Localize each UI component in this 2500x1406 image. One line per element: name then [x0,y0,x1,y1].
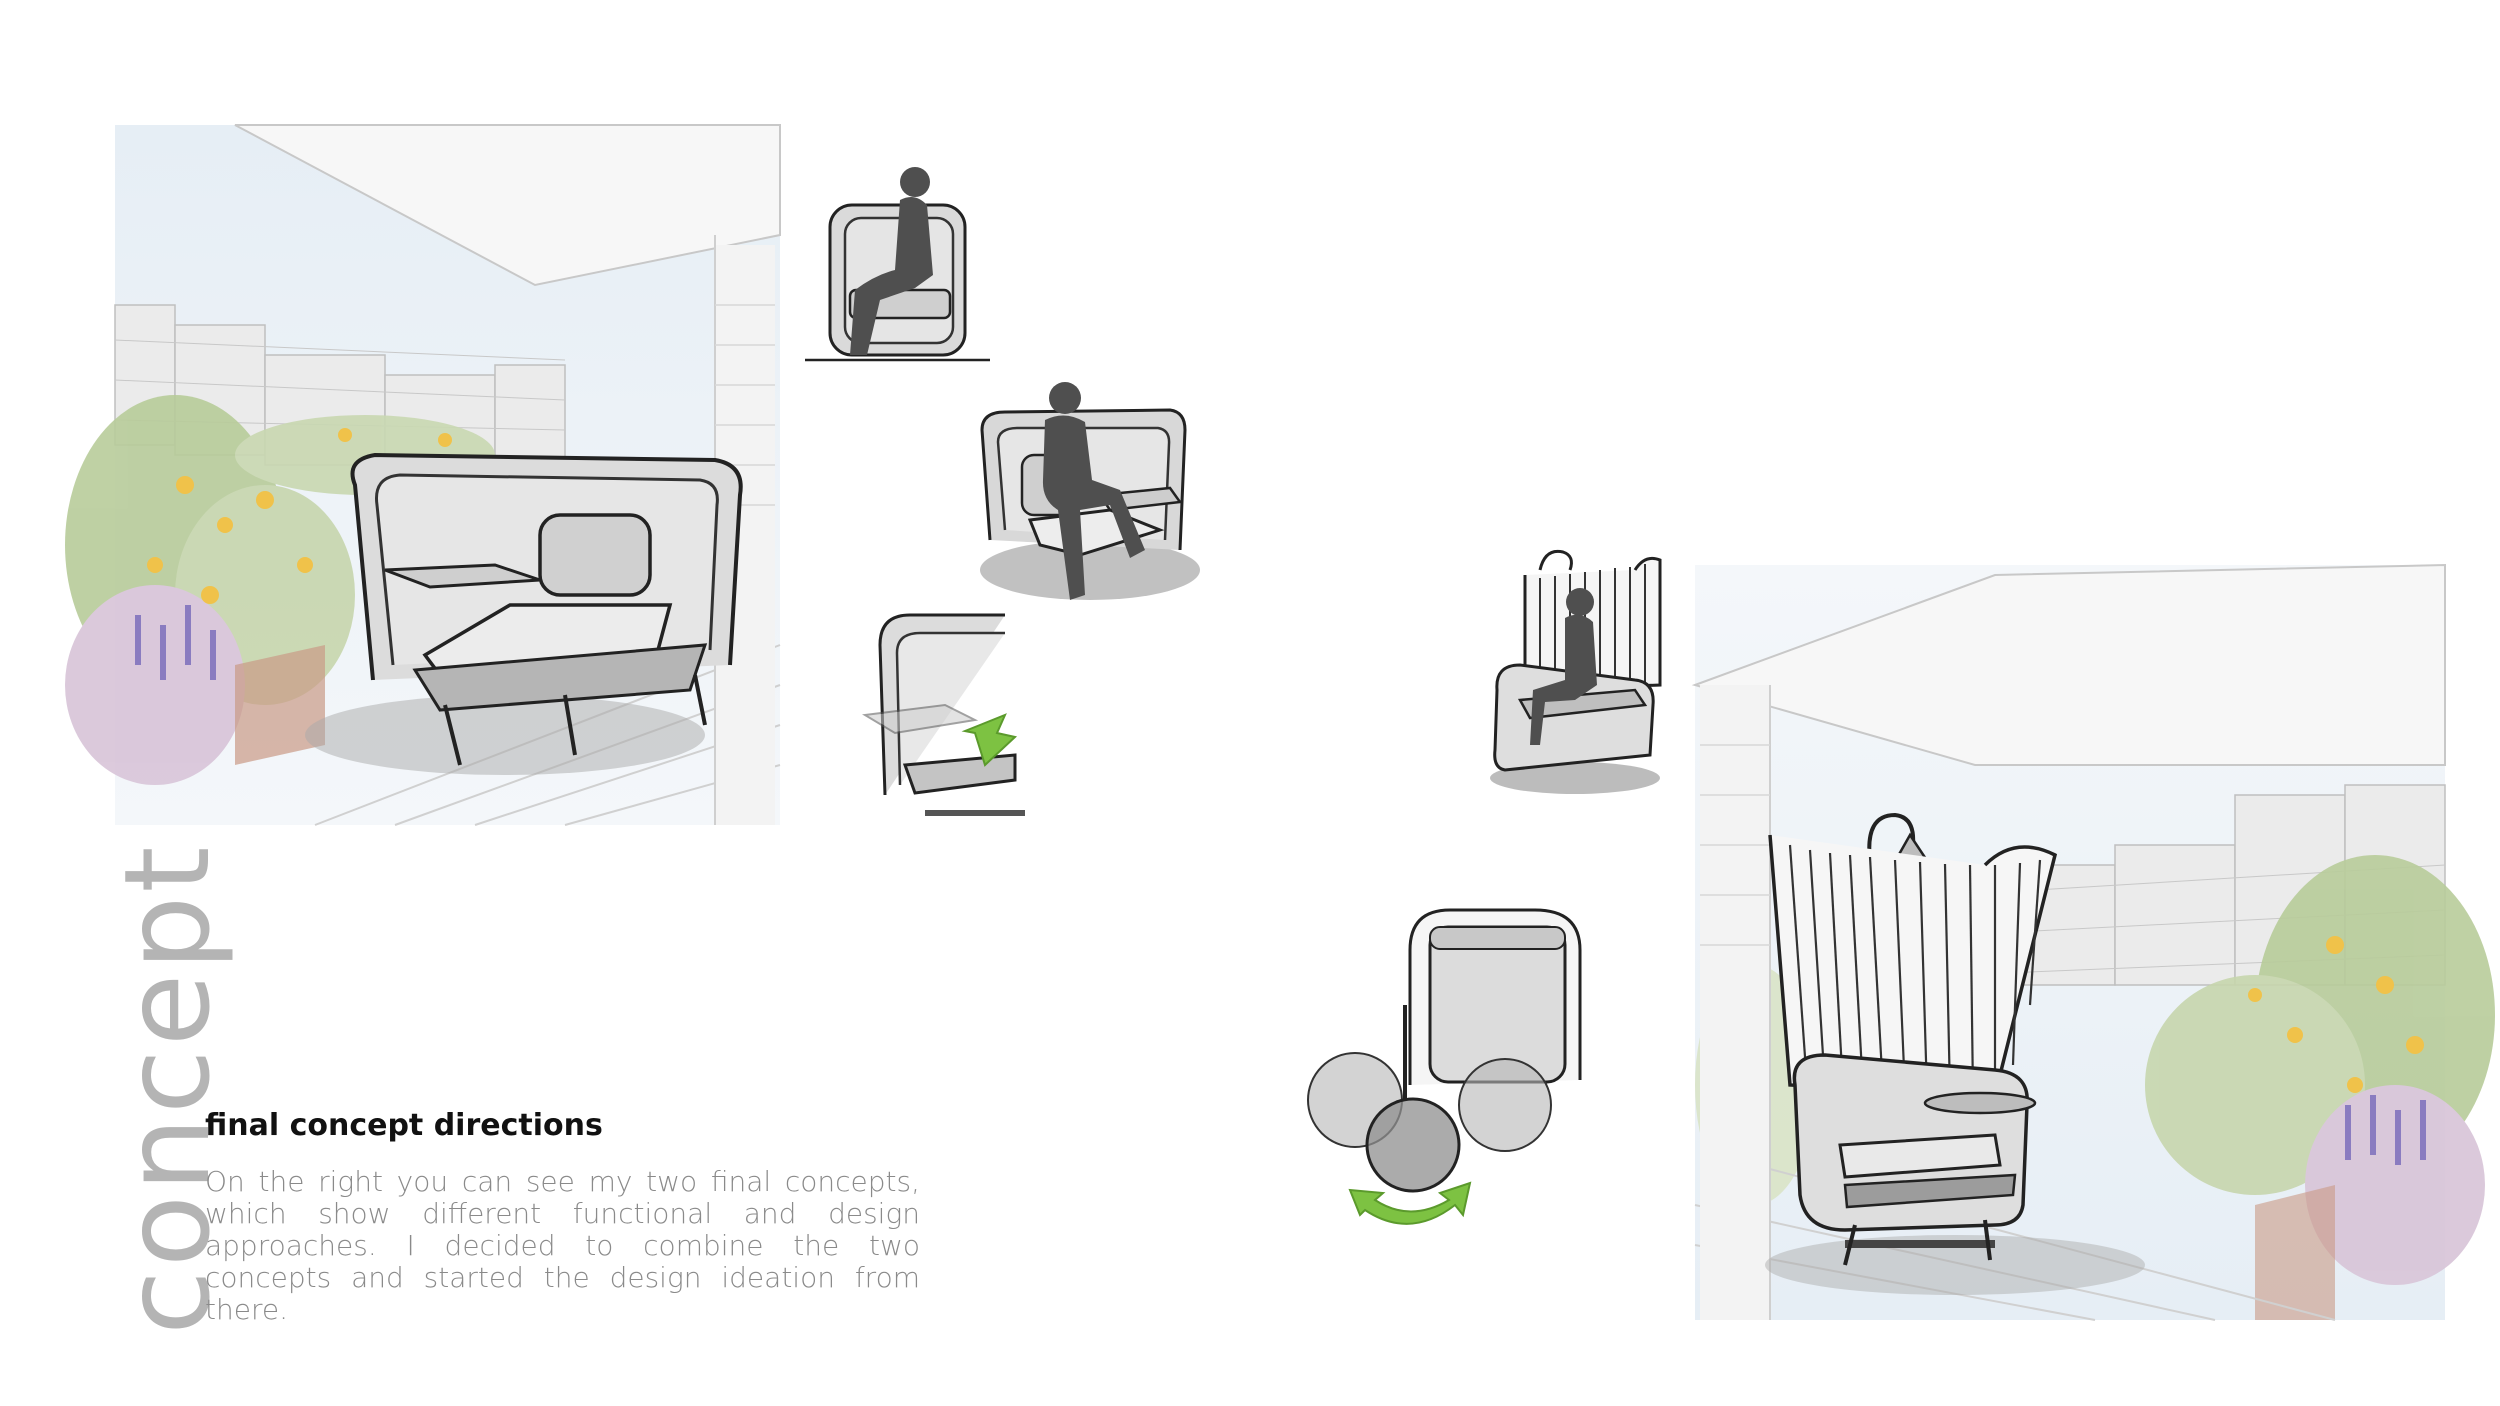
person-silhouette-icon [850,167,933,355]
section-body-text: On the right you can see my two final co… [205,1165,920,1326]
section-heading: final concept directions [205,1108,603,1143]
slide-arrow-icon [961,713,1018,767]
sketch-perspective-chair-with-person [980,382,1200,600]
rotate-arrow-icon [1348,1181,1472,1225]
left-terrace-render [65,124,781,826]
sketch-slatted-chair-with-person [1490,549,1662,794]
sketch-top-view-swivel [1307,908,1582,1225]
person-silhouette-icon [1530,588,1597,745]
right-terrace-render [1691,563,2495,1321]
person-silhouette-icon [1042,382,1145,600]
sketch-sliding-tray-chair [862,613,1025,816]
sketch-side-view-chair [805,167,990,362]
